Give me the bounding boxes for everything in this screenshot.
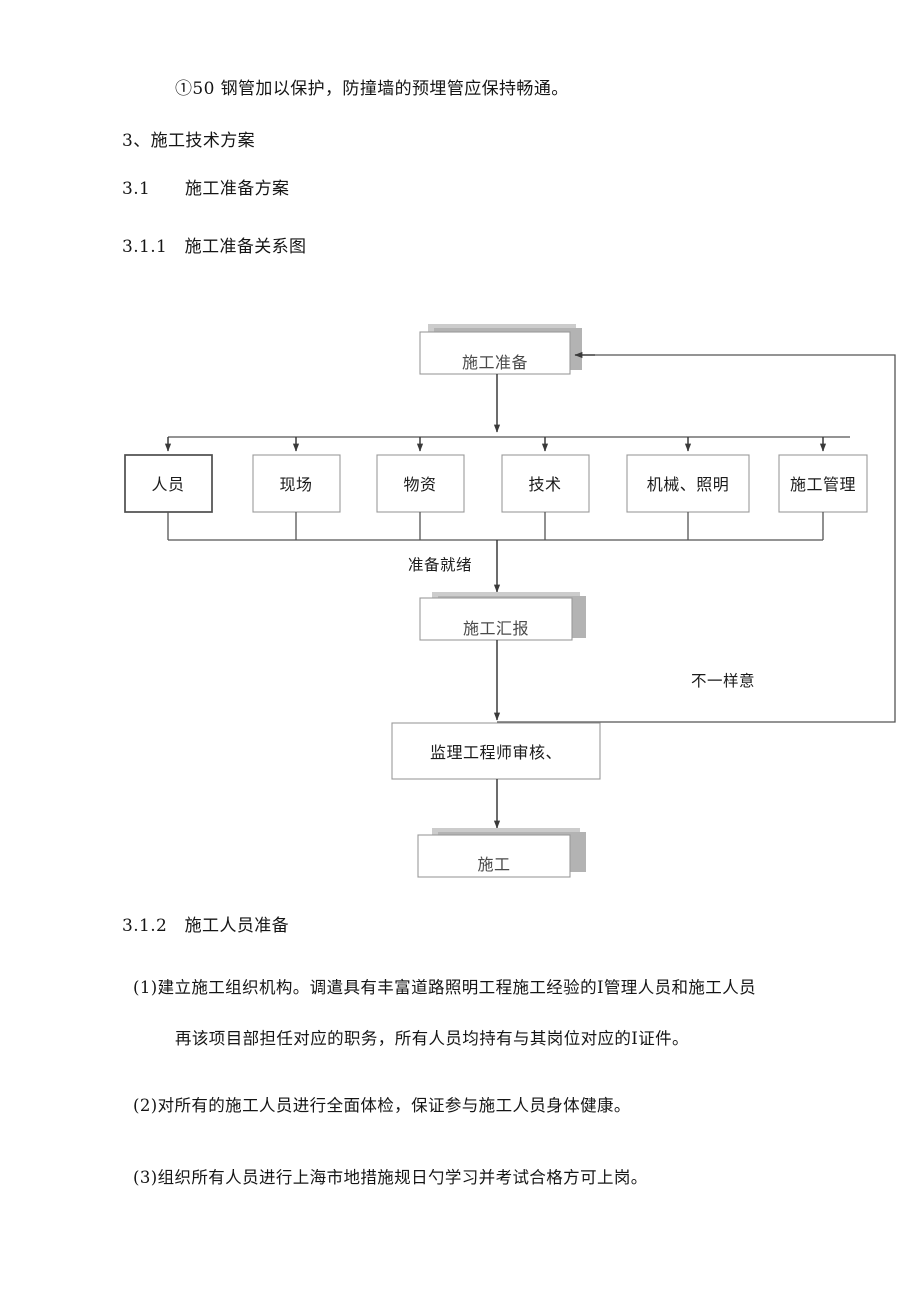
flow-node-site-label: 现场 [279,475,312,494]
flow-node-start: 施工准备 [419,324,582,375]
heading-section-3-1-2: 3.1.2 施工人员准备 [122,916,290,936]
edge-label-disagree: 不一样意 [691,671,755,690]
flow-node-technology: 技术 [501,454,590,513]
paragraph-1-line-2: 再该项目部担任对应的职务，所有人员均持有与其岗位对应的Ⅰ证件。 [175,1029,689,1048]
flow-node-technology-label: 技术 [528,475,561,494]
lead-paragraph: ①50 钢管加以保护，防撞墙的预埋管应保持畅通。 [175,79,569,99]
flow-node-machinery-lighting-label: 机械、照明 [647,475,730,494]
feedback-loop-path [497,354,896,723]
heading-section-3-1: 3.1 施工准备方案 [122,179,290,199]
heading-section-3-1-1: 3.1.1 施工准备关系图 [122,237,307,257]
flow-node-materials-label: 物资 [403,475,436,494]
flow-node-construction-management-label: 施工管理 [790,475,856,494]
flow-node-personnel-label: 人员 [151,475,184,494]
flow-node-end-label: 施工 [477,855,510,874]
flow-node-review-label: 监理工程师审核、 [430,743,562,762]
flow-node-materials: 物资 [376,454,465,513]
flow-node-report: 施工汇报 [419,592,586,641]
flow-node-start-label: 施工准备 [462,353,528,372]
edge-label-ready: 准备就绪 [408,556,472,574]
flow-node-report-label: 施工汇报 [463,619,529,638]
flow-node-personnel: 人员 [124,454,213,513]
flow-node-construction-management: 施工管理 [778,454,868,513]
paragraph-1-line-1: (1)建立施工组织机构。调遣具有丰富道路照明工程施工经验的Ⅰ管理人员和施工人员 [133,978,756,997]
flow-node-site: 现场 [252,454,341,513]
paragraph-3: (3)组织所有人员进行上海市地措施规日勺学习并考试合格方可上岗。 [133,1168,648,1187]
flow-node-review: 监理工程师审核、 [391,722,601,780]
flow-node-machinery-lighting: 机械、照明 [626,454,750,513]
construction-preparation-flowchart: 施工准备 人员 现场 [0,300,920,900]
flowchart-svg: 施工准备 人员 现场 [124,324,896,878]
heading-section-3: 3、施工技术方案 [122,131,256,151]
paragraph-2: (2)对所有的施工人员进行全面体检，保证参与施工人员身体健康。 [133,1096,631,1115]
flow-node-end: 施工 [417,828,586,878]
